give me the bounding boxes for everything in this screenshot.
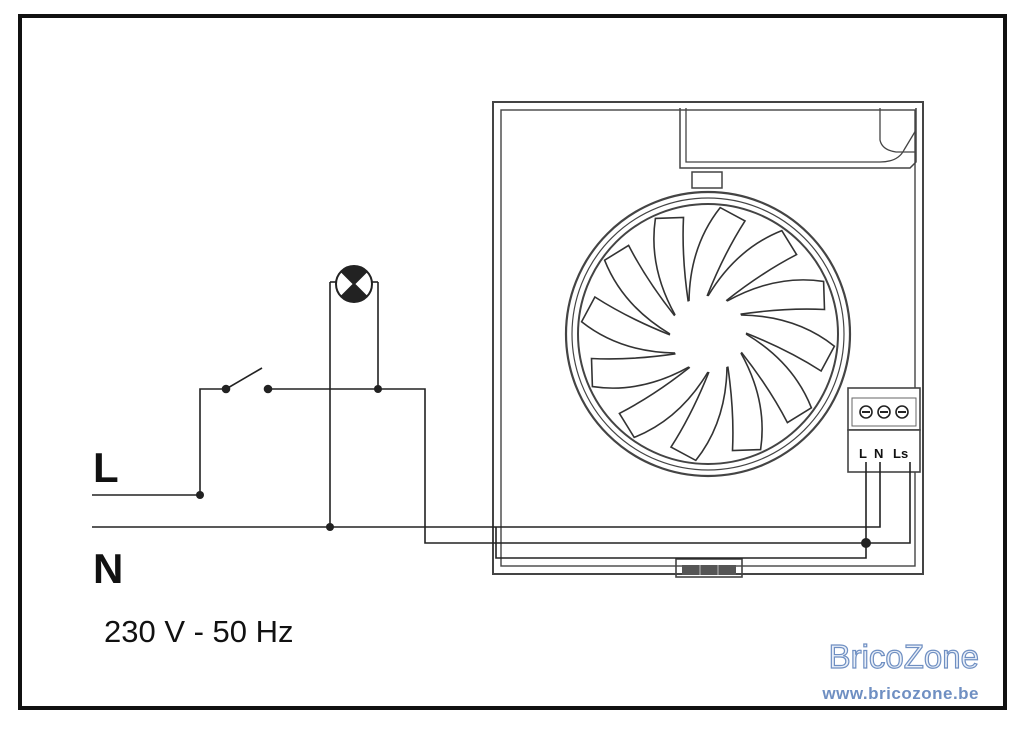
fan-blade (726, 279, 826, 315)
lamp (330, 265, 378, 303)
fan-blade (653, 216, 689, 316)
wire-junctions (196, 385, 871, 548)
fan-impeller (580, 206, 836, 462)
label-live: L (93, 444, 119, 491)
wire-live-to-switch (199, 388, 226, 495)
terminal-label-l: L (859, 446, 867, 461)
fan-blade (707, 229, 798, 302)
fan-hub (678, 304, 738, 364)
fan-ring-hinge (691, 171, 723, 189)
fan-blade (688, 206, 747, 302)
diagram-frame (18, 14, 1007, 710)
fan-blade (580, 295, 676, 354)
fan-blade (618, 366, 709, 439)
fan-top-compartment (679, 108, 917, 169)
light-switch (221, 367, 273, 394)
fan-ring-outer (564, 190, 852, 478)
fan-ring-inner (577, 203, 839, 465)
fan-blade (669, 366, 728, 462)
watermark-brand: BricoZone (829, 638, 979, 675)
terminal-block: L N Ls (847, 387, 921, 473)
fan-blade (740, 333, 813, 424)
fan-blade (740, 314, 836, 373)
wire-fan-live (495, 462, 867, 559)
fan-blade (590, 353, 690, 389)
wire-switched (268, 388, 911, 544)
wire-neutral (92, 462, 881, 528)
terminal-label-n: N (874, 446, 883, 461)
fan-bottom-latch (675, 558, 743, 578)
wiring (92, 282, 911, 559)
watermark-url: www.bricozone.be (821, 684, 979, 703)
label-voltage: 230 V - 50 Hz (104, 614, 294, 649)
terminal-label-ls: Ls (893, 446, 908, 461)
fan-unit (492, 101, 924, 578)
terminal-label-plate (847, 429, 921, 473)
fan-blade (603, 244, 676, 335)
fan-blade (727, 352, 763, 452)
label-neutral: N (93, 545, 123, 592)
